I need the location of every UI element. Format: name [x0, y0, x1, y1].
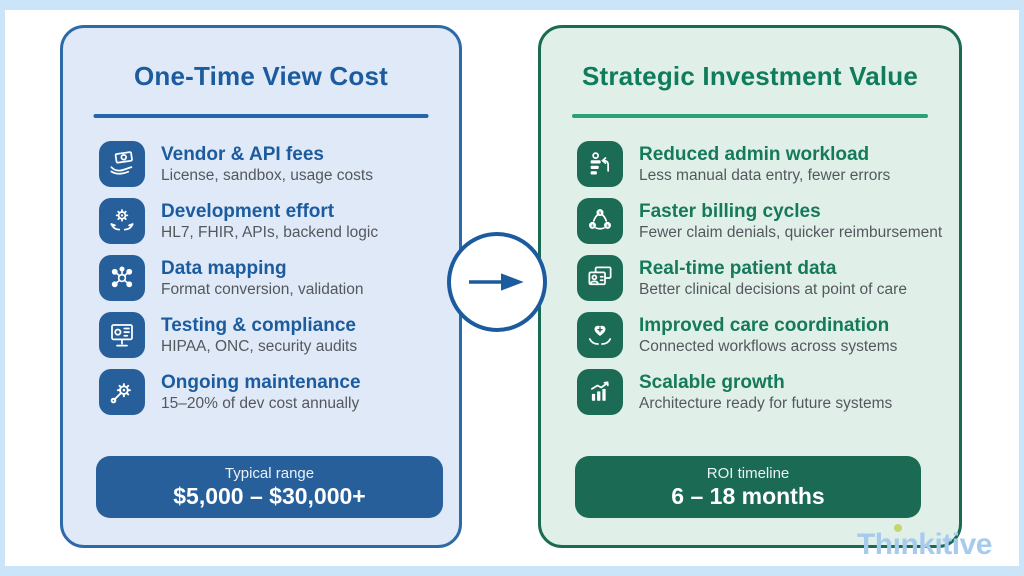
roi-timeline-badge: ROI timeline 6 – 18 months	[575, 456, 921, 518]
transition-arrow-circle	[447, 232, 547, 332]
item-title: Faster billing cycles	[639, 200, 821, 222]
typical-range-badge: Typical range $5,000 – $30,000+	[96, 456, 443, 518]
value-item-reduced-admin-workload: Reduced admin workload Less manual data …	[577, 141, 951, 187]
item-title: Scalable growth	[639, 371, 785, 393]
cost-item-vendor-api-fees: Vendor & API fees License, sandbox, usag…	[99, 141, 451, 187]
hands-heart-icon	[577, 312, 623, 358]
thinkitive-logo: Thınkitive	[856, 524, 992, 562]
network-nodes-icon	[99, 255, 145, 301]
hands-gear-icon	[99, 198, 145, 244]
value-title-divider	[572, 114, 928, 118]
item-subtitle: License, sandbox, usage costs	[161, 166, 373, 184]
right-arrow-icon	[469, 273, 524, 291]
item-subtitle: HL7, FHIR, APIs, backend logic	[161, 223, 379, 241]
item-title: Development effort	[161, 200, 335, 222]
svg-text:$: $	[591, 224, 594, 228]
person-tasks-arrow-icon	[577, 141, 623, 187]
item-subtitle: 15–20% of dev cost annually	[161, 394, 360, 412]
cost-item-ongoing-maintenance: Ongoing maintenance 15–20% of dev cost a…	[99, 369, 451, 415]
item-subtitle: Connected workflows across systems	[639, 337, 898, 355]
value-panel-title: Strategic Investment Value	[581, 61, 919, 91]
badge-value: $5,000 – $30,000+	[173, 483, 366, 509]
logo-text: Th	[856, 528, 893, 561]
cost-title-divider	[93, 114, 429, 118]
patient-cards-icon	[577, 255, 623, 301]
value-item-scalable-growth: Scalable growth Architecture ready for f…	[577, 369, 951, 415]
money-in-hand-icon	[99, 141, 145, 187]
item-subtitle: Fewer claim denials, quicker reimburseme…	[639, 223, 943, 241]
badge-value: 6 – 18 months	[671, 483, 825, 509]
item-subtitle: Architecture ready for future systems	[639, 394, 893, 412]
growth-chart-icon	[577, 369, 623, 415]
coins-cycle-icon: $ $ $	[577, 198, 623, 244]
cost-item-development-effort: Development effort HL7, FHIR, APIs, back…	[99, 198, 451, 244]
cost-panel: One-Time View Cost Vendor & API fees Lic…	[60, 25, 462, 548]
item-subtitle: Less manual data entry, fewer errors	[639, 166, 891, 184]
monitor-checklist-icon	[99, 312, 145, 358]
cost-item-testing-compliance: Testing & compliance HIPAA, ONC, securit…	[99, 312, 451, 358]
item-title: Vendor & API fees	[161, 143, 324, 165]
badge-label: ROI timeline	[706, 465, 790, 482]
value-item-improved-care-coordination: Improved care coordination Connected wor…	[577, 312, 951, 358]
item-title: Ongoing maintenance	[161, 371, 361, 393]
item-subtitle: Better clinical decisions at point of ca…	[639, 280, 907, 298]
item-title: Improved care coordination	[639, 314, 890, 336]
logo-i-dot: ı	[892, 524, 902, 561]
svg-text:$: $	[606, 224, 609, 228]
item-title: Real-time patient data	[639, 257, 837, 279]
cost-panel-title: One-Time View Cost	[133, 61, 389, 91]
value-item-faster-billing-cycles: $ $ $ Faster billing cycles Fewer claim de…	[577, 198, 951, 244]
item-title: Data mapping	[161, 257, 287, 279]
value-items-list: Reduced admin workload Less manual data …	[577, 141, 951, 426]
item-title: Reduced admin workload	[639, 143, 870, 165]
logo-text: nkitive	[900, 528, 992, 561]
gear-wrench-icon	[99, 369, 145, 415]
item-subtitle: Format conversion, validation	[161, 280, 364, 298]
cost-items-list: Vendor & API fees License, sandbox, usag…	[99, 141, 451, 426]
badge-label: Typical range	[224, 465, 315, 482]
svg-text:$: $	[599, 211, 602, 215]
item-subtitle: HIPAA, ONC, security audits	[161, 337, 358, 355]
value-item-realtime-patient-data: Real-time patient data Better clinical d…	[577, 255, 951, 301]
cost-item-data-mapping: Data mapping Format conversion, validati…	[99, 255, 451, 301]
value-panel: Strategic Investment Value Reduced admin…	[538, 25, 962, 548]
item-title: Testing & compliance	[161, 314, 356, 336]
